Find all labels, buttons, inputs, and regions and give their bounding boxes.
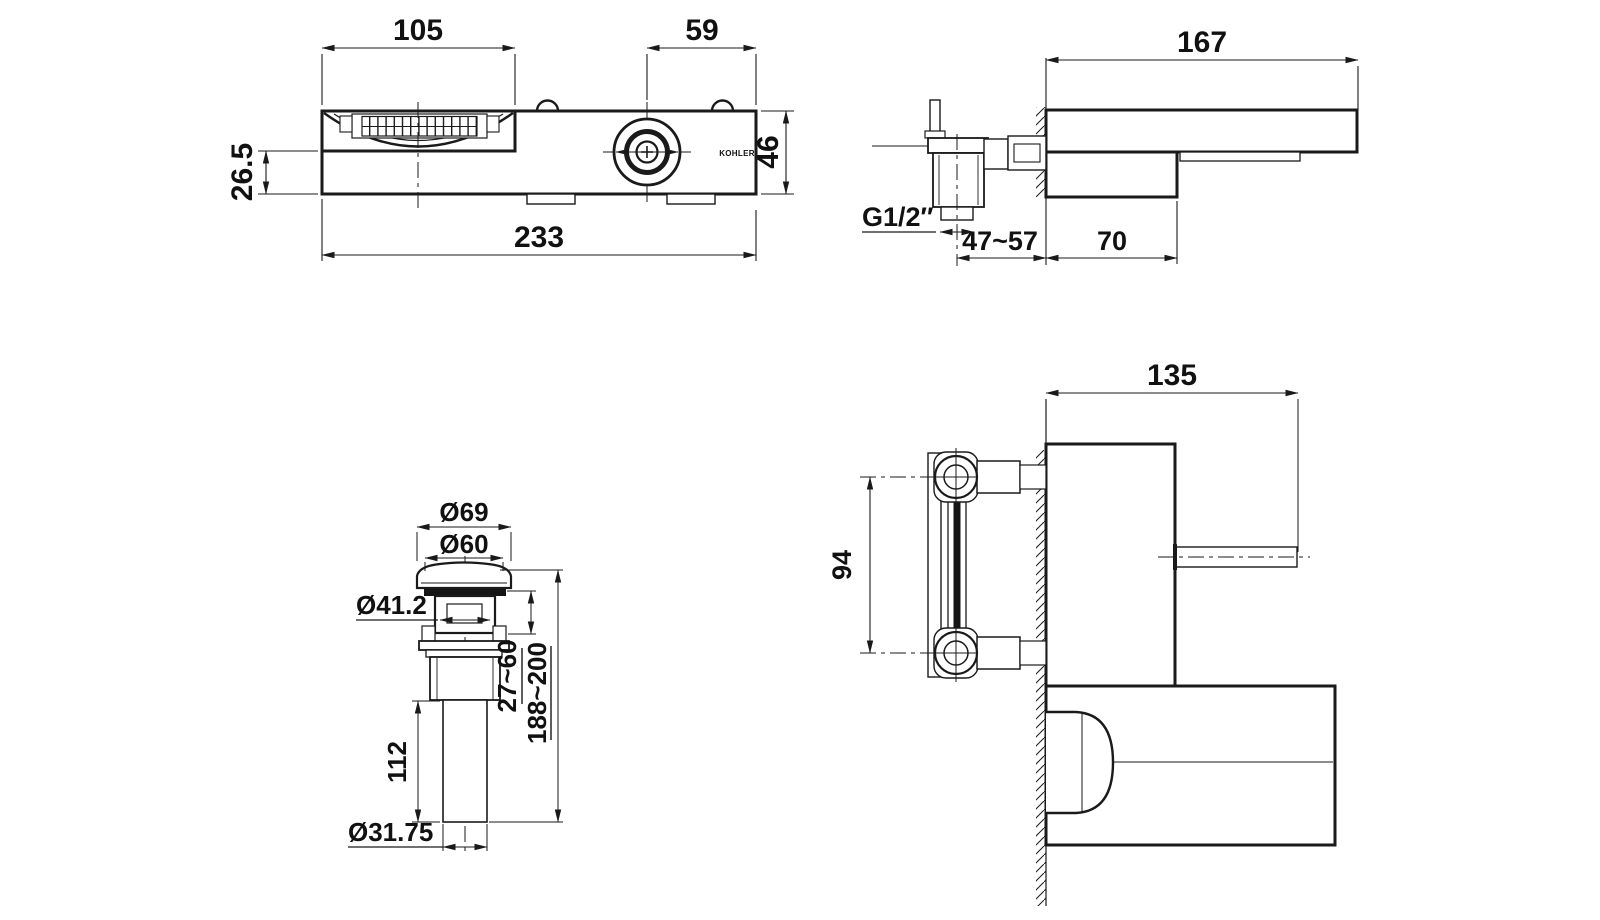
mounting-tab-right xyxy=(666,193,716,205)
drain-tailpiece xyxy=(442,699,488,823)
dim-tail-dia: Ø31.75 xyxy=(348,817,488,851)
drain-mid-section xyxy=(429,656,501,701)
svg-text:47~57: 47~57 xyxy=(962,226,1038,256)
svg-text:Ø69: Ø69 xyxy=(439,497,488,527)
wall-adapter-port xyxy=(1013,143,1041,163)
dim-lip-height: 26.5 xyxy=(226,143,318,201)
top-screw-bump-left xyxy=(535,99,560,112)
valve-neck xyxy=(983,138,1009,170)
valve-top-bar xyxy=(927,137,989,154)
dim-tail-length: 112 xyxy=(382,700,440,823)
svg-text:135: 135 xyxy=(1147,359,1197,392)
dim-handle-to-edge: 59 xyxy=(646,14,757,105)
drain-gasket xyxy=(424,589,506,596)
dim-port-spacing: 94 xyxy=(827,476,874,654)
mounting-hardware xyxy=(860,448,1047,682)
drain-cap xyxy=(415,561,513,590)
waterfall-lip xyxy=(1179,151,1301,162)
supply-valve xyxy=(872,99,1047,266)
svg-text:Ø41.2: Ø41.2 xyxy=(356,590,427,620)
trough-profile xyxy=(1046,710,1115,815)
valve-port-bottom xyxy=(933,624,1047,682)
valve-body xyxy=(932,152,985,208)
svg-text:112: 112 xyxy=(382,741,412,783)
side-view: 167 G1/2″ 47~57 70 xyxy=(862,26,1359,266)
dim-body-height: 46 xyxy=(752,110,794,195)
svg-text:Ø60: Ø60 xyxy=(439,529,488,559)
drain-tab-right xyxy=(492,625,507,642)
wall-hatching-lower xyxy=(1036,450,1046,906)
drain-view: Ø69 Ø60 Ø41.2 27~60 188~200 xyxy=(348,497,563,856)
waterfall-spout-box xyxy=(322,111,517,153)
svg-text:59: 59 xyxy=(685,14,718,47)
grille-end-lug-left xyxy=(339,115,353,133)
thread-callout: G1/2″ xyxy=(862,202,975,236)
svg-text:105: 105 xyxy=(393,14,443,47)
svg-text:G1/2″: G1/2″ xyxy=(862,202,934,232)
dim-cap-inner: Ø60 xyxy=(424,529,504,571)
dim-body-depth: 135 xyxy=(1045,359,1299,552)
svg-text:46: 46 xyxy=(752,135,785,168)
base-block xyxy=(1044,150,1179,199)
kohler-logo: KOHLER xyxy=(719,149,755,158)
mount-plate xyxy=(927,452,942,678)
svg-text:27~60: 27~60 xyxy=(492,639,522,712)
front-view: KOHLER 105 59 46 233 xyxy=(226,14,794,261)
drain-flange-lower xyxy=(425,649,503,658)
back-view: 135 94 xyxy=(827,359,1337,906)
spout-slab xyxy=(1044,108,1359,154)
mounting-tab-left xyxy=(526,193,576,205)
dim-body-dia: Ø41.2 xyxy=(356,590,491,624)
top-screw-bump-right xyxy=(710,99,735,112)
svg-text:94: 94 xyxy=(827,550,857,580)
svg-text:Ø31.75: Ø31.75 xyxy=(348,817,433,847)
grille-end-lug-right xyxy=(486,115,500,133)
dim-deck-range: 27~60 xyxy=(492,590,536,713)
valve-port-top xyxy=(933,448,1047,506)
svg-text:188~200: 188~200 xyxy=(522,642,552,744)
valve-stub-flange xyxy=(924,130,946,139)
dim-wall-to-valve: 47~57 xyxy=(956,226,1047,262)
dim-total-height: 188~200 xyxy=(489,569,563,823)
dim-base-depth: 70 xyxy=(1045,201,1178,264)
valve-stub xyxy=(929,99,941,134)
svg-text:233: 233 xyxy=(514,221,564,254)
drain-tab-left xyxy=(421,625,436,642)
svg-text:26.5: 26.5 xyxy=(226,143,259,201)
temperature-knob xyxy=(603,102,691,202)
svg-text:70: 70 xyxy=(1097,226,1127,256)
body-upper-block xyxy=(1044,442,1177,688)
svg-text:167: 167 xyxy=(1177,26,1227,59)
dim-cap-outer: Ø69 xyxy=(416,497,512,561)
dim-spout-width: 105 xyxy=(321,14,516,105)
dim-total-depth: 167 xyxy=(1045,26,1359,109)
dim-total-length: 233 xyxy=(321,199,757,261)
